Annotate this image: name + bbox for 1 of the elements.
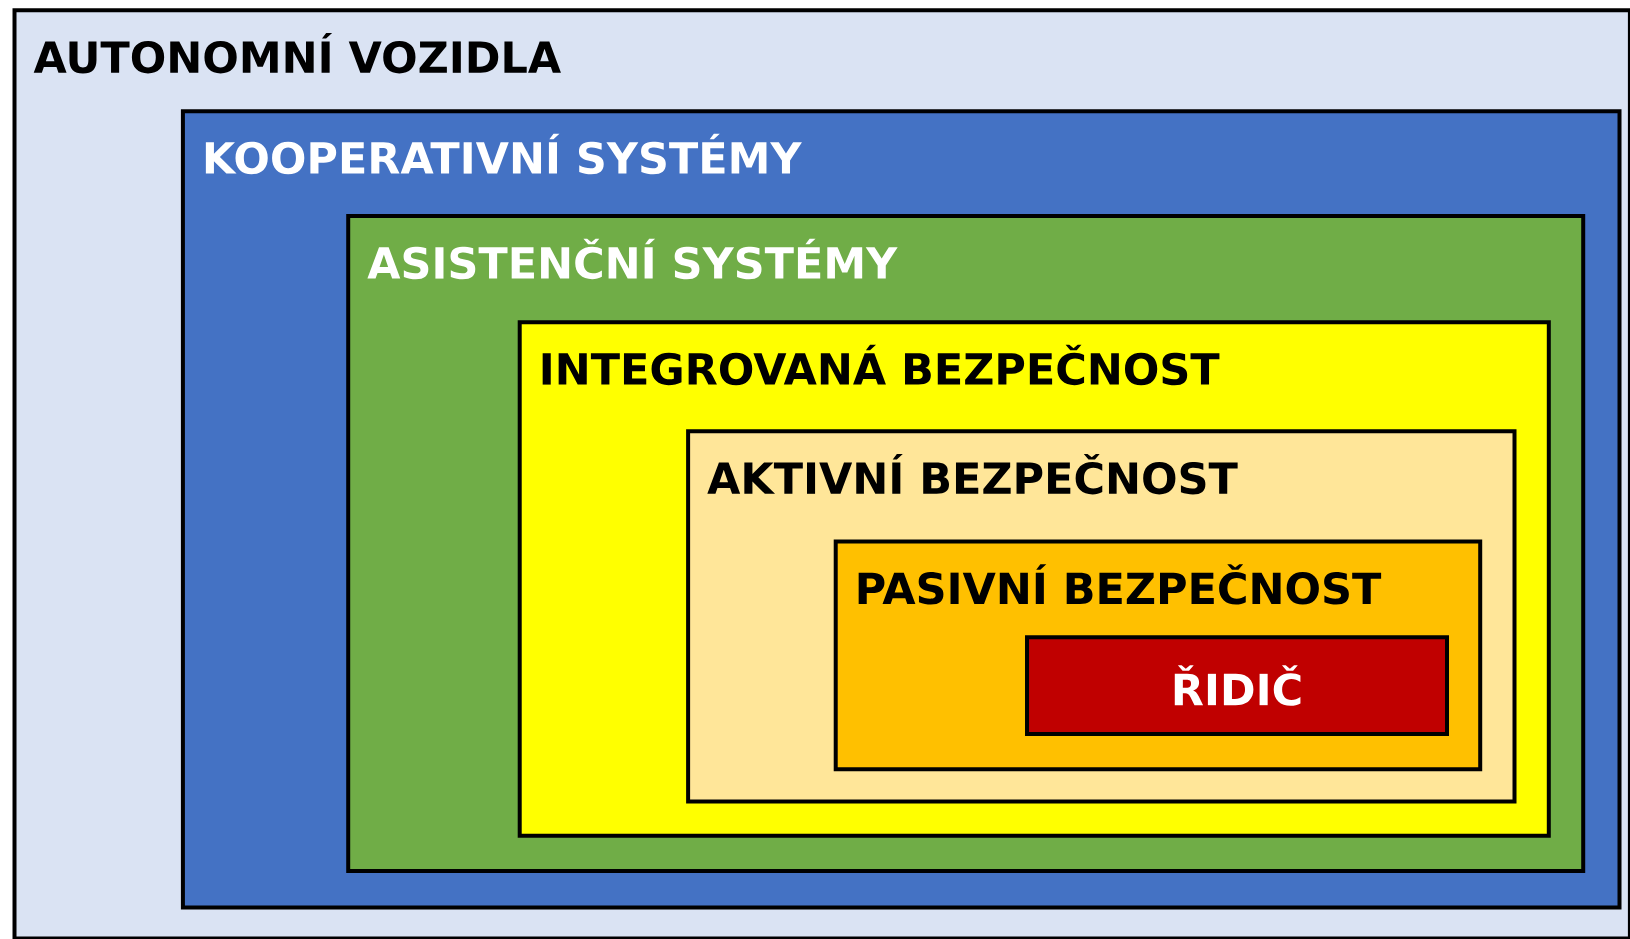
nested-box: ŘIDIČ <box>1025 635 1449 736</box>
